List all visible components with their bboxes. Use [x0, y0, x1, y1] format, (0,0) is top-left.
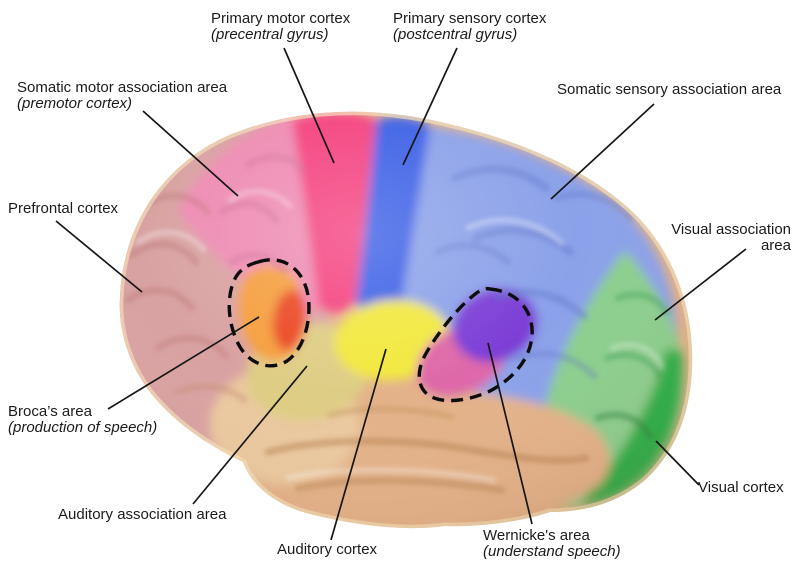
broca-dashed-outline	[227, 258, 311, 368]
label-text: Wernicke's area	[483, 527, 590, 544]
label-auditory-association-area: Auditory association area	[58, 507, 226, 523]
label-brocas-area: Broca’s area (production of speech)	[8, 404, 157, 436]
label-text: Prefrontal cortex	[8, 200, 119, 217]
leader-somatic-motor-association	[142, 110, 239, 197]
label-visual-cortex: Visual cortex	[698, 480, 784, 496]
label-primary-sensory-cortex: Primary sensory cortex (postcentral gyru…	[393, 11, 546, 43]
leader-auditory-association-area	[192, 365, 308, 505]
label-somatic-sensory-association-area: Somatic sensory association area	[557, 82, 781, 98]
label-wernickes-area: Wernicke's area (understand speech)	[483, 528, 621, 560]
label-auditory-cortex: Auditory cortex	[277, 542, 377, 558]
label-text: Somatic sensory association area	[557, 81, 782, 98]
leader-auditory-cortex	[330, 348, 387, 541]
label-subtext: (postcentral gyrus)	[393, 26, 518, 43]
label-text: Somatic motor association area	[17, 79, 228, 96]
label-primary-motor-cortex: Primary motor cortex (precentral gyrus)	[211, 11, 350, 43]
leader-prefrontal-cortex	[55, 220, 143, 293]
leader-lines	[55, 47, 747, 541]
leader-primary-sensory-cortex	[402, 47, 458, 166]
label-subtext: (understand speech)	[483, 543, 621, 560]
label-prefrontal-cortex: Prefrontal cortex	[8, 201, 118, 217]
label-subtext: (production of speech)	[8, 419, 158, 436]
wernicke-dashed-outline	[417, 286, 534, 403]
label-subtext: (precentral gyrus)	[211, 26, 329, 43]
label-text: Broca’s area	[8, 403, 92, 420]
label-somatic-motor-association-area: Somatic motor association area (premotor…	[17, 80, 227, 112]
label-text: Visual cortex	[698, 479, 784, 496]
leader-visual-association-area	[654, 248, 747, 321]
leader-wernickes-area	[487, 342, 533, 525]
dashed-outlines	[227, 258, 534, 403]
leader-primary-motor-cortex	[283, 47, 335, 164]
label-subtext: (premotor cortex)	[17, 95, 133, 112]
label-text: Primary motor cortex	[211, 10, 351, 27]
leader-visual-cortex	[655, 440, 700, 486]
label-text: Visual association area	[671, 221, 791, 254]
leader-somatic-sensory-association	[550, 103, 655, 200]
label-text: Auditory association area	[58, 506, 227, 523]
label-text: Auditory cortex	[277, 541, 378, 558]
label-text: Primary sensory cortex	[393, 10, 547, 27]
leader-brocas-area	[107, 316, 260, 410]
label-visual-association-area: Visual association area	[659, 222, 791, 254]
brain-body	[119, 111, 693, 529]
